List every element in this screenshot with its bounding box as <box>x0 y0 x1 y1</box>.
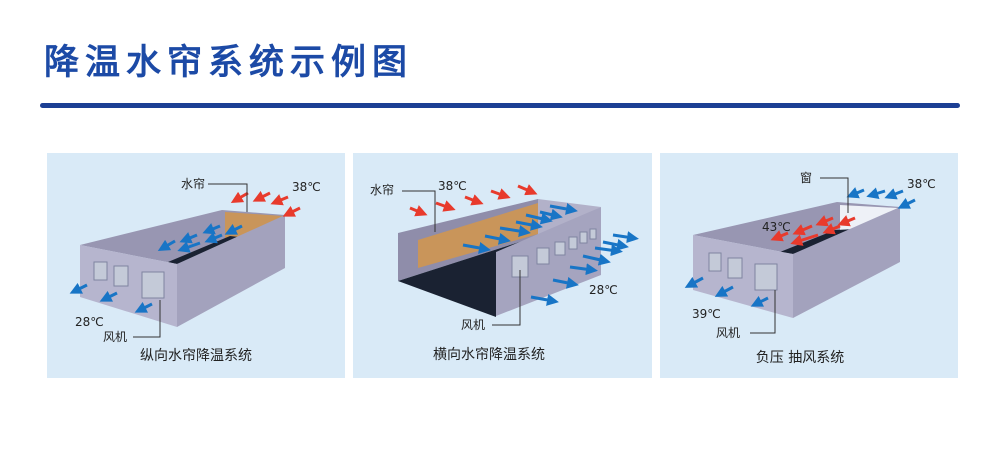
longitudinal-system-diagram: 水帘 38℃ 28℃ 风机 纵向水帘降温系统 <box>69 176 321 364</box>
fan-icon <box>113 265 129 287</box>
pad-label: 水帘 <box>181 176 205 191</box>
fan-label: 风机 <box>461 318 485 332</box>
fan-icon <box>568 236 578 250</box>
fan-icon <box>589 228 597 240</box>
end-wall <box>538 199 601 236</box>
cooling-pad <box>418 203 538 268</box>
fan-label: 风机 <box>716 326 740 340</box>
temp-out-label: 28℃ <box>589 283 618 297</box>
temp-out-label: 28℃ <box>75 315 104 329</box>
cool-air-arrows <box>69 223 243 313</box>
hot-air-arrows <box>230 190 301 217</box>
cooling-pad <box>225 212 283 238</box>
caption: 负压 抽风系统 <box>756 350 844 366</box>
fan-icon <box>579 231 588 244</box>
fan-icon <box>554 241 566 256</box>
side-wall <box>177 215 285 327</box>
fan-label: 风机 <box>103 330 127 344</box>
window-label: 窗 <box>800 171 812 185</box>
fan-icon <box>141 271 165 299</box>
side-wall <box>793 207 900 318</box>
panel-transverse-pad-system: 水帘 38℃ 28℃ 风机 横向水帘降温系统 <box>353 153 652 378</box>
temp-inside-label: 43℃ <box>762 220 791 234</box>
fan-icon <box>708 252 722 272</box>
floor <box>398 236 538 317</box>
hot-air-arrows <box>409 184 538 217</box>
panel-longitudinal-pad-system: 水帘 38℃ 28℃ 风机 纵向水帘降温系统 <box>47 153 345 378</box>
temp-out-label: 39℃ <box>692 307 721 321</box>
temp-in-label: 38℃ <box>292 180 321 194</box>
outside-air-arrows <box>684 187 916 307</box>
panel-negative-pressure-system: 窗 38℃ 43℃ 39℃ 风机 负压 抽风系统 <box>660 153 958 378</box>
fan-icon <box>93 261 108 281</box>
fan-icon <box>754 263 778 291</box>
caption: 横向水帘降温系统 <box>433 347 545 363</box>
page-title: 降温水帘系统示例图 <box>44 43 414 83</box>
fan-icon <box>536 247 550 265</box>
temp-in-label: 38℃ <box>907 177 936 191</box>
cool-air-arrows <box>462 203 639 306</box>
temp-in-label: 38℃ <box>438 179 467 193</box>
negative-pressure-diagram: 窗 38℃ 43℃ 39℃ 风机 负压 抽风系统 <box>684 171 936 366</box>
transverse-system-diagram: 水帘 38℃ 28℃ 风机 横向水帘降温系统 <box>370 179 639 363</box>
fan-icon <box>727 257 743 279</box>
caption: 纵向水帘降温系统 <box>140 348 252 364</box>
title-divider <box>40 103 960 108</box>
window <box>840 205 898 230</box>
pad-label: 水帘 <box>370 182 394 197</box>
hot-air-arrows <box>770 215 856 246</box>
